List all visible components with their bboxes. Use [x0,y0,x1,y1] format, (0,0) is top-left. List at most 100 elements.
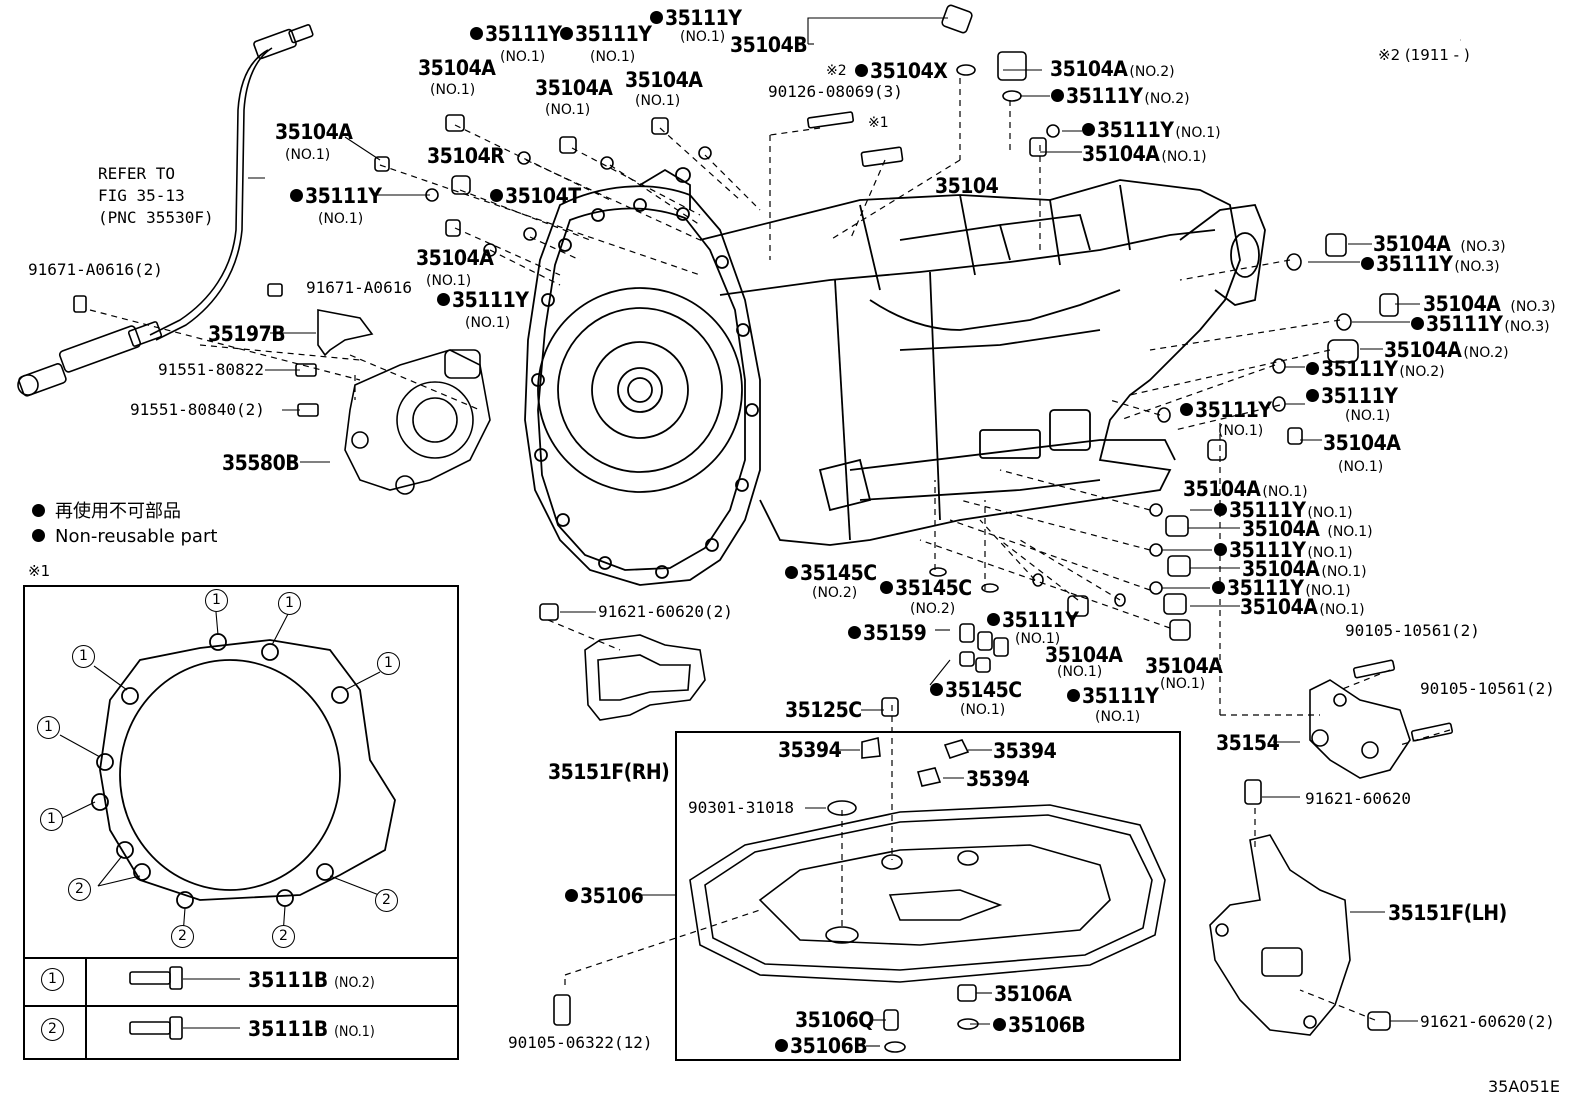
clips-35394[interactable] [861,737,970,787]
label-r35104a-s2[interactable]: 35104A [1323,431,1401,455]
refer-line-2[interactable]: FIG 35-13 [98,186,185,205]
label-35104b[interactable]: 35104B [730,33,808,57]
label-35154[interactable]: 35154 [1216,731,1280,755]
label-text: 35104A [1373,232,1451,256]
label-35111y-b[interactable]: 35111Y [560,24,652,45]
label-35104r[interactable]: 35104R [427,144,505,168]
label-91551-b[interactable]: 91551-80840(2) [130,400,265,419]
label-b35159[interactable]: 35159 [848,623,927,644]
label-90301[interactable]: 90301-31018 [688,798,794,817]
oil-pan[interactable] [689,804,1166,983]
inset-panel [23,585,459,1060]
label-r35111y-no2[interactable]: 35111Y(NO.2) [1051,86,1190,107]
label-35111y-e[interactable]: 35111Y [437,290,529,311]
label-35104a-2[interactable]: 35104A [535,76,613,100]
legend-jp-text: 再使用不可部品 [55,501,181,522]
label-b35111y-b[interactable]: 35111Y [1067,686,1159,707]
label-91621-b[interactable]: 91621-60620 [1305,789,1411,808]
label-b35145c-a[interactable]: 35145C [785,563,877,584]
label-91621-a[interactable]: 91621-60620(2) [598,602,733,621]
label-qual: (NO.3) [1504,319,1550,335]
label-91671-b[interactable]: 91671-A0616 [306,278,412,297]
label-91551-a[interactable]: 91551-80822 [158,360,264,379]
label-35394-a[interactable]: 35394 [778,738,842,762]
label-r35111y-no3b[interactable]: 35111Y(NO.3) [1411,314,1550,335]
label-35104a-4[interactable]: 35104A [275,120,353,144]
label-b35145c-b-qual: (NO.2) [910,601,956,617]
label-r35104a-no1[interactable]: 35104A(NO.1) [1082,144,1207,165]
label-35197b[interactable]: 35197B [208,322,286,346]
label-r35104a-no2[interactable]: 35104A(NO.2) [1050,59,1175,80]
label-r35104a-no2b[interactable]: 35104A(NO.2) [1384,340,1509,361]
o-rings[interactable] [425,64,1352,1053]
shield-lh[interactable] [1209,834,1351,1036]
non-reusable-dot-icon [1082,123,1095,136]
label-r35104a-s6[interactable]: 35104A(NO.1) [1240,597,1365,618]
label-90105-a[interactable]: 90105-10561(2) [1345,621,1480,640]
label-35104[interactable]: 35104 [935,174,999,198]
label-r35111y-no1[interactable]: 35111Y(NO.1) [1082,120,1221,141]
label-r35104a-s4[interactable]: 35104A(NO.1) [1242,519,1373,540]
table-part-2[interactable]: 35111B(NO.1) [248,1017,375,1041]
label-35106[interactable]: 35106 [565,886,644,907]
label-b35104a-a[interactable]: 35104A [1045,643,1123,667]
label-b35104a-b[interactable]: 35104A [1145,654,1223,678]
label-90126[interactable]: 90126-08069(3) [768,82,903,101]
label-r35111y-s6[interactable]: 35111Y(NO.1) [1212,578,1351,599]
non-reusable-dot-icon [1214,503,1227,516]
label-35111y-d-qual: (NO.1) [318,211,364,227]
label-35104a-5[interactable]: 35104A [416,246,494,270]
refer-line-3[interactable]: (PNC 35530F) [98,208,214,227]
label-text: 35104X [870,59,948,83]
label-91671-a[interactable]: 91671-A0616(2) [28,260,163,279]
label-r35111y-s1[interactable]: 35111Y [1306,386,1398,407]
label-35104a-1[interactable]: 35104A [418,56,496,80]
label-r35104a-s5[interactable]: 35104A(NO.1) [1242,559,1367,580]
label-35151f-lh[interactable]: 35151F(LH) [1388,901,1507,925]
label-35104a-5-qual: (NO.1) [426,273,472,289]
label-r35111y-s2[interactable]: 35111Y [1180,400,1272,421]
label-text: 35104A [1242,557,1320,581]
label-r35111y-no3a[interactable]: 35111Y(NO.3) [1361,254,1500,275]
label-b35145c-c-qual: (NO.1) [960,702,1006,718]
label-35111y-a[interactable]: 35111Y [470,24,562,45]
label-b35145c-c[interactable]: 35145C [930,680,1022,701]
label-r35104a-no3a[interactable]: 35104A(NO.3) [1373,234,1506,255]
label-r35111y-s4[interactable]: 35111Y(NO.1) [1214,500,1353,521]
label-r35111y-s5[interactable]: 35111Y(NO.1) [1214,540,1353,561]
label-35111y-c[interactable]: 35111Y [650,8,742,29]
label-35394-b[interactable]: 35394 [993,739,1057,763]
actuator-assembly[interactable] [317,309,491,495]
label-35104t[interactable]: 35104T [490,186,581,207]
refer-line-1: REFER TO [98,164,176,183]
label-35394-c[interactable]: 35394 [966,767,1030,791]
label-91621-c[interactable]: 91621-60620(2) [1420,1012,1555,1031]
label-35111y-d[interactable]: 35111Y [290,186,382,207]
label-r35104a-s3[interactable]: 35104A(NO.1) [1183,479,1308,500]
label-35125c[interactable]: 35125C [785,698,862,722]
small-fasteners[interactable] [73,4,1454,1031]
label-35106b-b[interactable]: 35106B [775,1036,868,1057]
label-b35145c-b[interactable]: 35145C [880,578,972,599]
label-35106q[interactable]: 35106Q [795,1008,874,1032]
shield-rh[interactable] [584,634,706,721]
table-part-1[interactable]: 35111B(NO.2) [248,968,375,992]
shift-cable[interactable] [17,24,314,397]
label-35104a-3[interactable]: 35104A [625,68,703,92]
label-r35111y-no2b[interactable]: 35111Y(NO.2) [1306,359,1445,380]
label-90105-06322[interactable]: 90105-06322(12) [508,1033,653,1052]
label-35104x[interactable]: 35104X [855,59,948,83]
label-b35111y-a[interactable]: 35111Y [987,610,1079,631]
non-reusable-dot-icon [650,11,663,24]
transmission-case[interactable] [524,167,1266,586]
label-90105-b[interactable]: 90105-10561(2) [1420,679,1555,698]
label-35106b-a[interactable]: 35106B [993,1015,1086,1036]
label-r35104a-no3b[interactable]: 35104A(NO.3) [1423,294,1556,315]
label-35111y-e-qual: (NO.1) [465,315,511,331]
label-35151f-rh[interactable]: 35151F(RH) [548,760,670,784]
label-35580b[interactable]: 35580B [222,451,300,475]
label-35106a[interactable]: 35106A [994,982,1072,1006]
bracket-35154[interactable] [1309,679,1411,779]
non-reusable-dot-icon [437,293,450,306]
non-reusable-dot-icon [785,566,798,579]
